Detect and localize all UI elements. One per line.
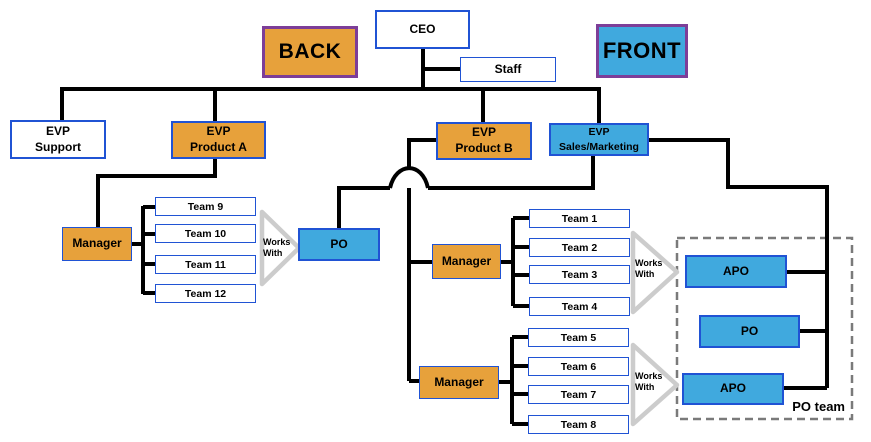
banner-back: BACK — [262, 26, 358, 78]
node-team-8: Team 8 — [528, 415, 629, 434]
manager2-teams-lines — [499, 335, 528, 426]
manager1-teams-lines — [501, 216, 529, 308]
evp-sm-to-po-team-lines — [649, 138, 829, 390]
node-manager-front-1: Manager — [432, 244, 501, 279]
node-apo-bottom: APO — [682, 373, 784, 405]
works-with-label: Works With — [635, 371, 663, 392]
node-team-2: Team 2 — [529, 238, 630, 257]
evp-a-to-manager-line — [96, 159, 217, 227]
node-manager-front-2: Manager — [419, 366, 499, 399]
works-with-arrow-icon — [630, 342, 680, 427]
works-with-label: Works With — [635, 258, 663, 279]
node-team-1: Team 1 — [529, 209, 630, 228]
node-team-11: Team 11 — [155, 255, 256, 274]
node-team-12: Team 12 — [155, 284, 256, 303]
node-team-7: Team 7 — [528, 385, 629, 404]
po-to-evp-sm-line — [337, 156, 595, 228]
works-with-arrow-icon — [259, 209, 302, 287]
banner-front: FRONT — [596, 24, 688, 78]
node-team-10: Team 10 — [155, 224, 256, 243]
node-po-front: PO — [699, 315, 800, 348]
po-team-boundary — [675, 236, 854, 421]
node-team-4: Team 4 — [529, 297, 630, 316]
node-team-3: Team 3 — [529, 265, 630, 284]
node-po-back: PO — [298, 228, 380, 261]
node-evp-sales-marketing: EVP Sales/Marketing — [549, 123, 649, 156]
node-manager-back: Manager — [62, 227, 132, 261]
node-evp-support: EVP Support — [10, 120, 106, 159]
line-jump-arc — [388, 166, 430, 189]
node-staff: Staff — [460, 57, 556, 82]
works-with-arrow-icon — [630, 230, 680, 315]
node-evp-product-b: EVP Product B — [436, 122, 532, 160]
node-apo-top: APO — [685, 255, 787, 288]
node-team-5: Team 5 — [528, 328, 629, 347]
node-team-6: Team 6 — [528, 357, 629, 376]
manager-back-teams-lines — [132, 205, 155, 295]
node-ceo: CEO — [375, 10, 470, 49]
trunk-lines — [60, 49, 601, 123]
node-evp-product-a: EVP Product A — [171, 121, 266, 159]
po-team-label: PO team — [792, 399, 845, 414]
node-team-9: Team 9 — [155, 197, 256, 216]
evp-b-to-managers-line — [407, 138, 436, 383]
works-with-label: Works With — [263, 237, 291, 258]
